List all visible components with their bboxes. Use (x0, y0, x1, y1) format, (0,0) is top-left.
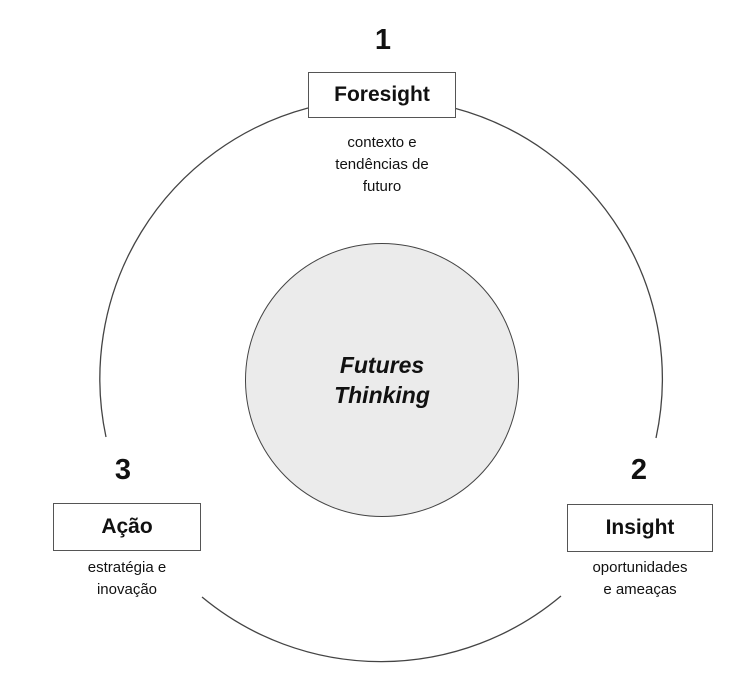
stage-2-number: 2 (630, 454, 648, 486)
stage-1-title: Foresight (334, 83, 430, 106)
stage-2-description: oportunidades e ameaças (592, 559, 688, 598)
ring-arc-insight-to-acao (201, 595, 562, 663)
stage-1-foresight-box: Foresight (308, 72, 456, 118)
stage-1-description: contexto e tendências de futuro (335, 134, 429, 195)
center-circle: Futures Thinking (245, 243, 519, 517)
stage-1-number: 1 (374, 24, 392, 56)
stage-3-number: 3 (114, 454, 132, 486)
stage-3-description: estratégia e inovação (87, 559, 167, 598)
ring-arc-foresight-to-insight (453, 107, 663, 439)
center-label: Futures Thinking (334, 352, 430, 408)
ring-arc-acao-to-foresight (99, 107, 309, 438)
stage-3-title: Ação (101, 515, 153, 538)
stage-2-insight-box: Insight (567, 504, 713, 552)
stage-2-title: Insight (605, 516, 675, 539)
stage-3-acao-box: Ação (53, 503, 201, 551)
